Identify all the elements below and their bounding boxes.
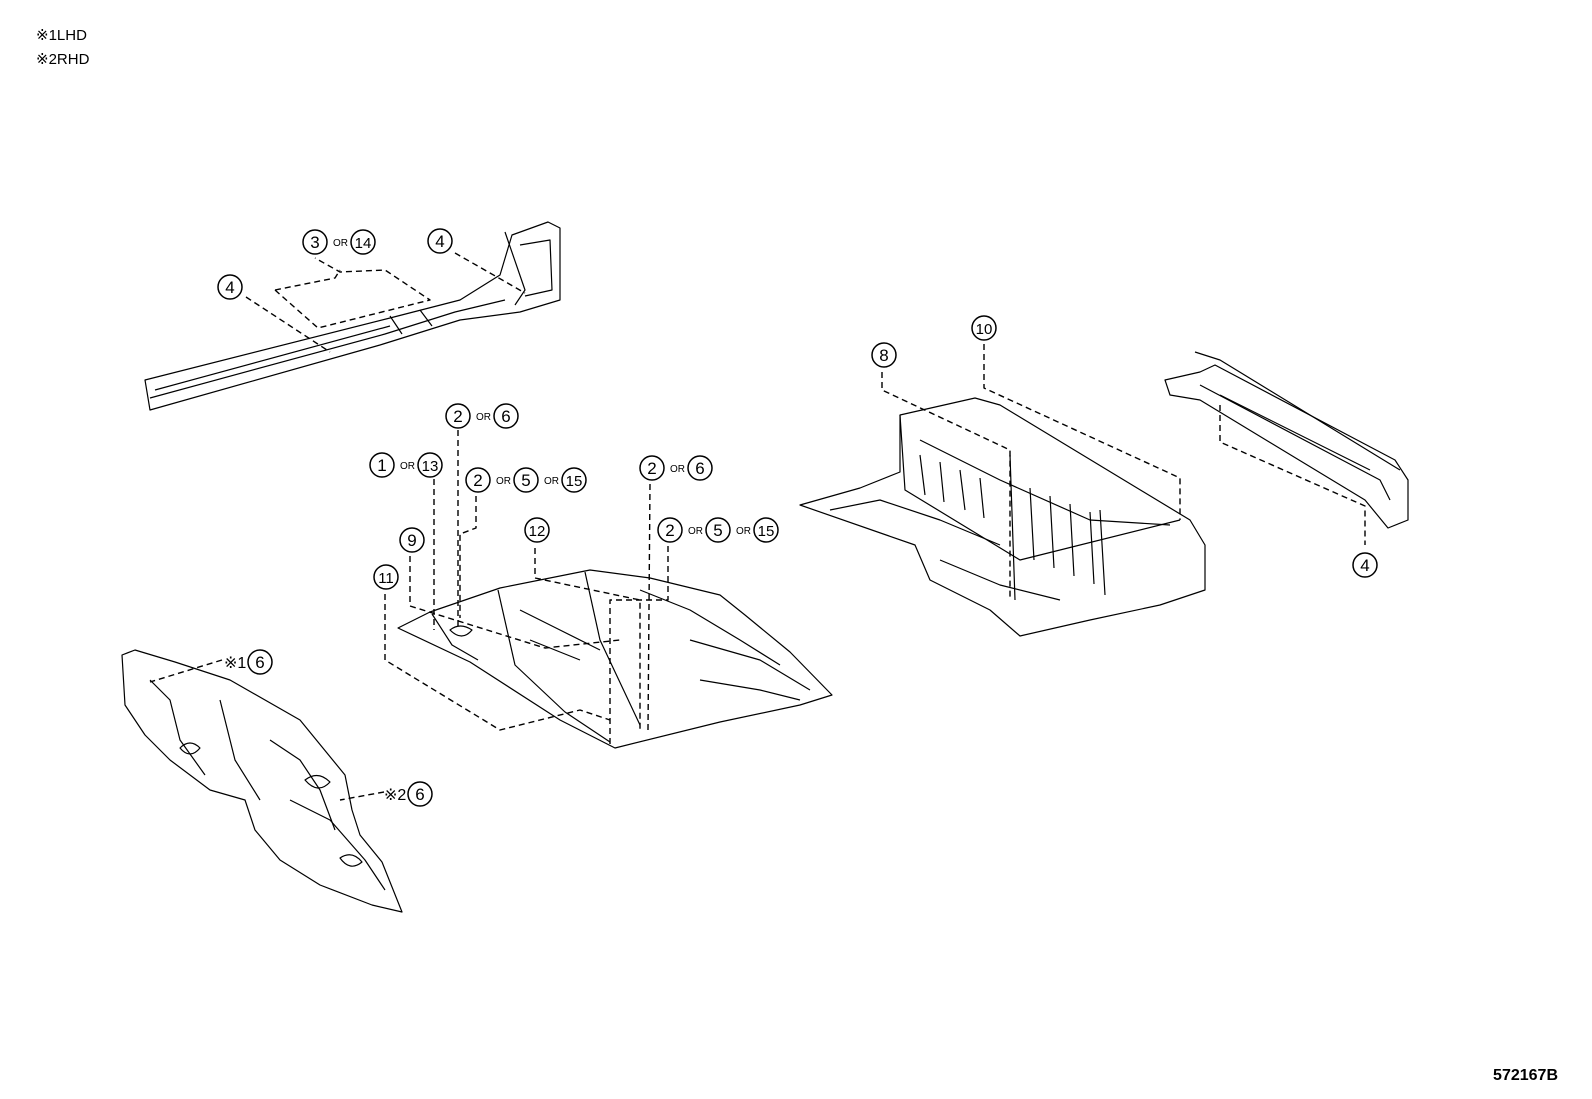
part-number: 15	[566, 473, 583, 490]
part-number-circle	[705, 517, 731, 543]
rear-floor-pan-part	[799, 397, 1206, 637]
part-number-circle	[247, 649, 273, 675]
part-number: 11	[378, 570, 394, 587]
or-label: OR	[736, 526, 751, 537]
part-number-circle	[524, 517, 550, 543]
dash-panel-part	[121, 649, 403, 913]
part-number-circle	[513, 467, 539, 493]
part-number: 5	[521, 471, 530, 490]
part-number: 14	[355, 235, 372, 252]
part-number: 2	[453, 407, 462, 426]
region-mark: ※1	[224, 655, 246, 672]
or-label: OR	[670, 464, 685, 475]
part-number-circle	[350, 229, 376, 255]
part-number-circle	[373, 564, 399, 590]
part-number-circle	[445, 403, 471, 429]
part-number: 4	[225, 278, 234, 297]
callout-floor-f: 9	[399, 527, 425, 553]
front-floor-pan-part	[397, 569, 833, 749]
callout-floor-c: 2 OR 5 OR 15	[465, 467, 587, 493]
callout-floor-b: 1 OR 13	[369, 452, 443, 478]
callout-member: 4	[1352, 552, 1378, 578]
or-label: OR	[688, 526, 703, 537]
leader-lines	[149, 252, 1366, 801]
callout-dash-b: ※2 6	[384, 781, 433, 807]
part-number-circle	[871, 342, 897, 368]
part-number: 13	[422, 458, 439, 475]
or-label: OR	[333, 238, 348, 249]
part-number: 1	[377, 456, 386, 475]
region-mark: ※2	[384, 787, 406, 804]
part-number-circle	[465, 467, 491, 493]
callout-floor-a: 2 OR 6	[445, 403, 519, 429]
part-number-circle	[369, 452, 395, 478]
part-number-circle	[561, 467, 587, 493]
part-number-circle	[399, 527, 425, 553]
part-number: 6	[415, 785, 424, 804]
part-number: 6	[695, 459, 704, 478]
part-number: 4	[435, 232, 444, 251]
legend: ※1LHD ※2RHD	[36, 24, 89, 72]
part-number-circle	[639, 455, 665, 481]
callout-floor-e: 2 OR 5 OR 15	[657, 517, 779, 543]
part-number: 12	[529, 523, 546, 540]
part-number-circle	[1352, 552, 1378, 578]
part-number: 6	[255, 653, 264, 672]
callout-rear-a: 8	[871, 342, 897, 368]
or-label: OR	[400, 461, 415, 472]
part-number: 10	[976, 321, 993, 338]
part-number: 3	[310, 233, 319, 252]
diagram-id: 572167B	[1493, 1067, 1558, 1084]
rear-crossmember-part	[1164, 351, 1409, 529]
callout-rear-b: 10	[971, 315, 997, 341]
part-number-circle	[427, 228, 453, 254]
part-number: 2	[647, 459, 656, 478]
part-number-circle	[753, 517, 779, 543]
callout-floor-h: 11	[373, 564, 399, 590]
part-number-circle	[407, 781, 433, 807]
part-number: 4	[1360, 556, 1369, 575]
callout-sill-b: 4	[427, 228, 453, 254]
part-number: 6	[501, 407, 510, 426]
part-number: 5	[713, 521, 722, 540]
part-number: 8	[879, 346, 888, 365]
or-label: OR	[476, 412, 491, 423]
part-number-circle	[687, 455, 713, 481]
part-number: 2	[665, 521, 674, 540]
part-number-circle	[217, 274, 243, 300]
callout-sill-a: 3 OR 14	[302, 229, 376, 255]
rocker-panel-part	[144, 221, 561, 411]
legend-item-rhd: ※2RHD	[36, 51, 90, 68]
part-number-circle	[971, 315, 997, 341]
part-number-circle	[417, 452, 443, 478]
callout-dash-a: ※1 6	[224, 649, 273, 675]
or-label: OR	[544, 476, 559, 487]
part-number: 15	[758, 523, 775, 540]
part-number-circle	[302, 229, 328, 255]
or-label: OR	[496, 476, 511, 487]
callout-floor-d: 2 OR 6	[639, 455, 713, 481]
legend-item-lhd: ※1LHD	[36, 27, 87, 44]
part-number: 2	[473, 471, 482, 490]
callout-floor-g: 12	[524, 517, 550, 543]
part-number-circle	[493, 403, 519, 429]
part-number: 9	[407, 531, 416, 550]
part-number-circle	[657, 517, 683, 543]
callout-sill-c: 4	[217, 274, 243, 300]
